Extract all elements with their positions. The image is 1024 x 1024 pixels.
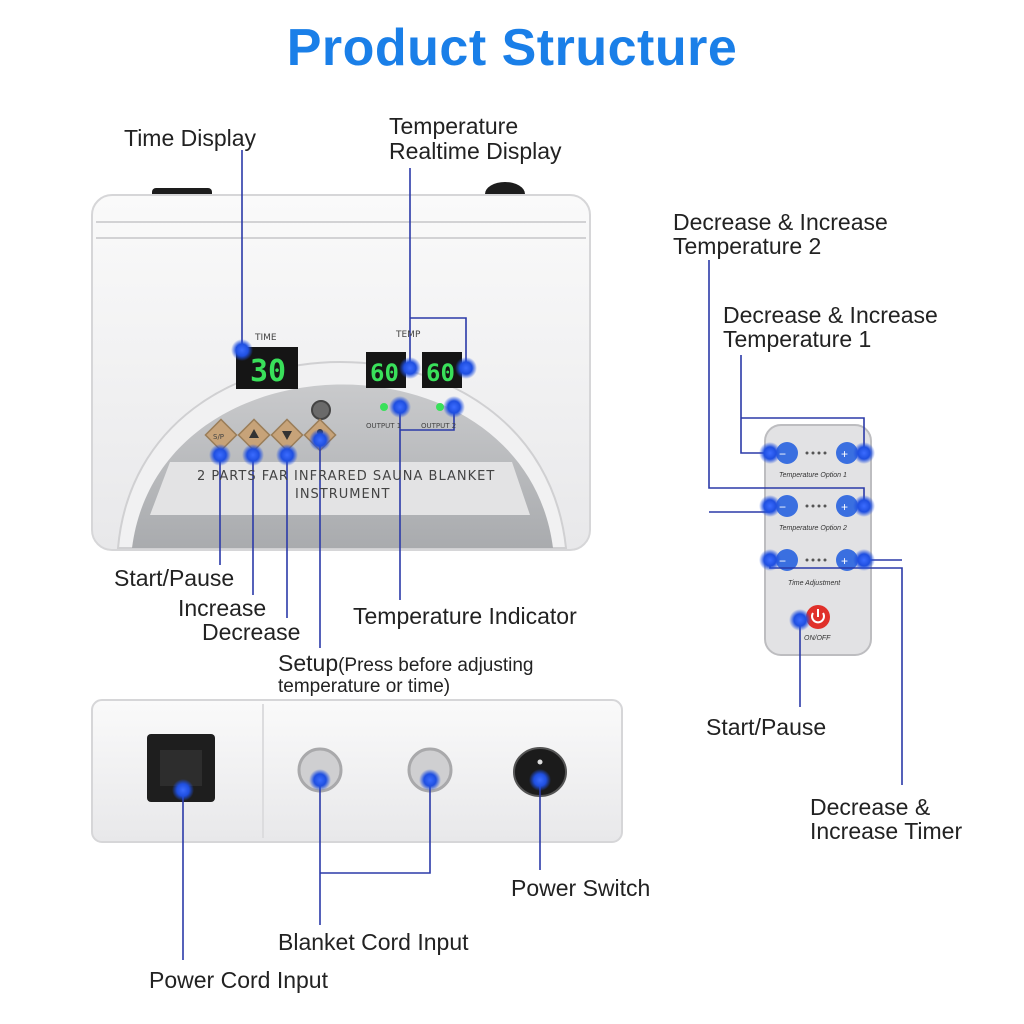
label-timer-2: Increase Timer	[810, 818, 963, 844]
label-decrease: Decrease	[202, 619, 301, 645]
label-blanket-cord-input: Blanket Cord Input	[278, 929, 469, 955]
label-remote-start-pause: Start/Pause	[706, 714, 827, 740]
label-temp-realtime-1: Temperature	[389, 113, 519, 139]
remote-plus-3: +	[841, 554, 848, 568]
sp-button-label: S/P	[213, 433, 224, 441]
remote-time-adjust: Time Adjustment	[788, 580, 841, 587]
remote-control	[764, 424, 872, 656]
marker-dots	[172, 339, 875, 801]
panel-time-label: TIME	[254, 333, 277, 343]
temp2-value: 60	[426, 359, 455, 387]
remote-minus-2: −	[779, 500, 786, 514]
label-setup-note-2: temperature or time)	[278, 676, 451, 697]
label-power-switch: Power Switch	[511, 875, 651, 901]
label-setup-title: Setup	[278, 650, 339, 676]
label-temp-realtime-2: Realtime Display	[389, 138, 562, 164]
label-setup-note-1: (Press before adjusting	[338, 655, 534, 676]
panel-name-line2: INSTRUMENT	[295, 487, 390, 502]
label-time-display: Time Display	[124, 125, 257, 151]
label-start-pause: Start/Pause	[114, 565, 235, 591]
output1-label: OUTPUT 1	[366, 422, 401, 430]
label-setup: Setup(Press before adjusting	[278, 651, 534, 678]
remote-plus-2: +	[841, 500, 848, 514]
label-increase: Increase	[178, 595, 267, 621]
page-title: Product Structure	[286, 19, 738, 77]
label-temp2-1: Decrease & Increase	[673, 209, 888, 235]
label-temp-indicator: Temperature Indicator	[353, 603, 577, 629]
remote-minus-3: −	[779, 554, 786, 568]
remote-option2: Temperature Option 2	[779, 525, 847, 532]
remote-plus-1: +	[841, 447, 848, 461]
label-temp1-2: Temperature 1	[723, 326, 872, 352]
label-timer-1: Decrease &	[810, 794, 931, 820]
label-temp1-1: Decrease & Increase	[723, 302, 938, 328]
output2-label: OUTPUT 2	[421, 422, 456, 430]
remote-option1: Temperature Option 1	[779, 472, 847, 479]
temp1-value: 60	[370, 359, 399, 387]
remote-minus-1: −	[779, 447, 786, 461]
label-power-cord-input: Power Cord Input	[149, 967, 328, 993]
panel-temp-label: TEMP	[395, 330, 421, 340]
label-temp2-2: Temperature 2	[673, 233, 822, 259]
remote-on-off: ON/OFF	[804, 635, 831, 642]
time-value: 30	[250, 354, 286, 389]
panel-name-line1: 2 PARTS FAR INFRARED SAUNA BLANKET	[197, 469, 495, 484]
